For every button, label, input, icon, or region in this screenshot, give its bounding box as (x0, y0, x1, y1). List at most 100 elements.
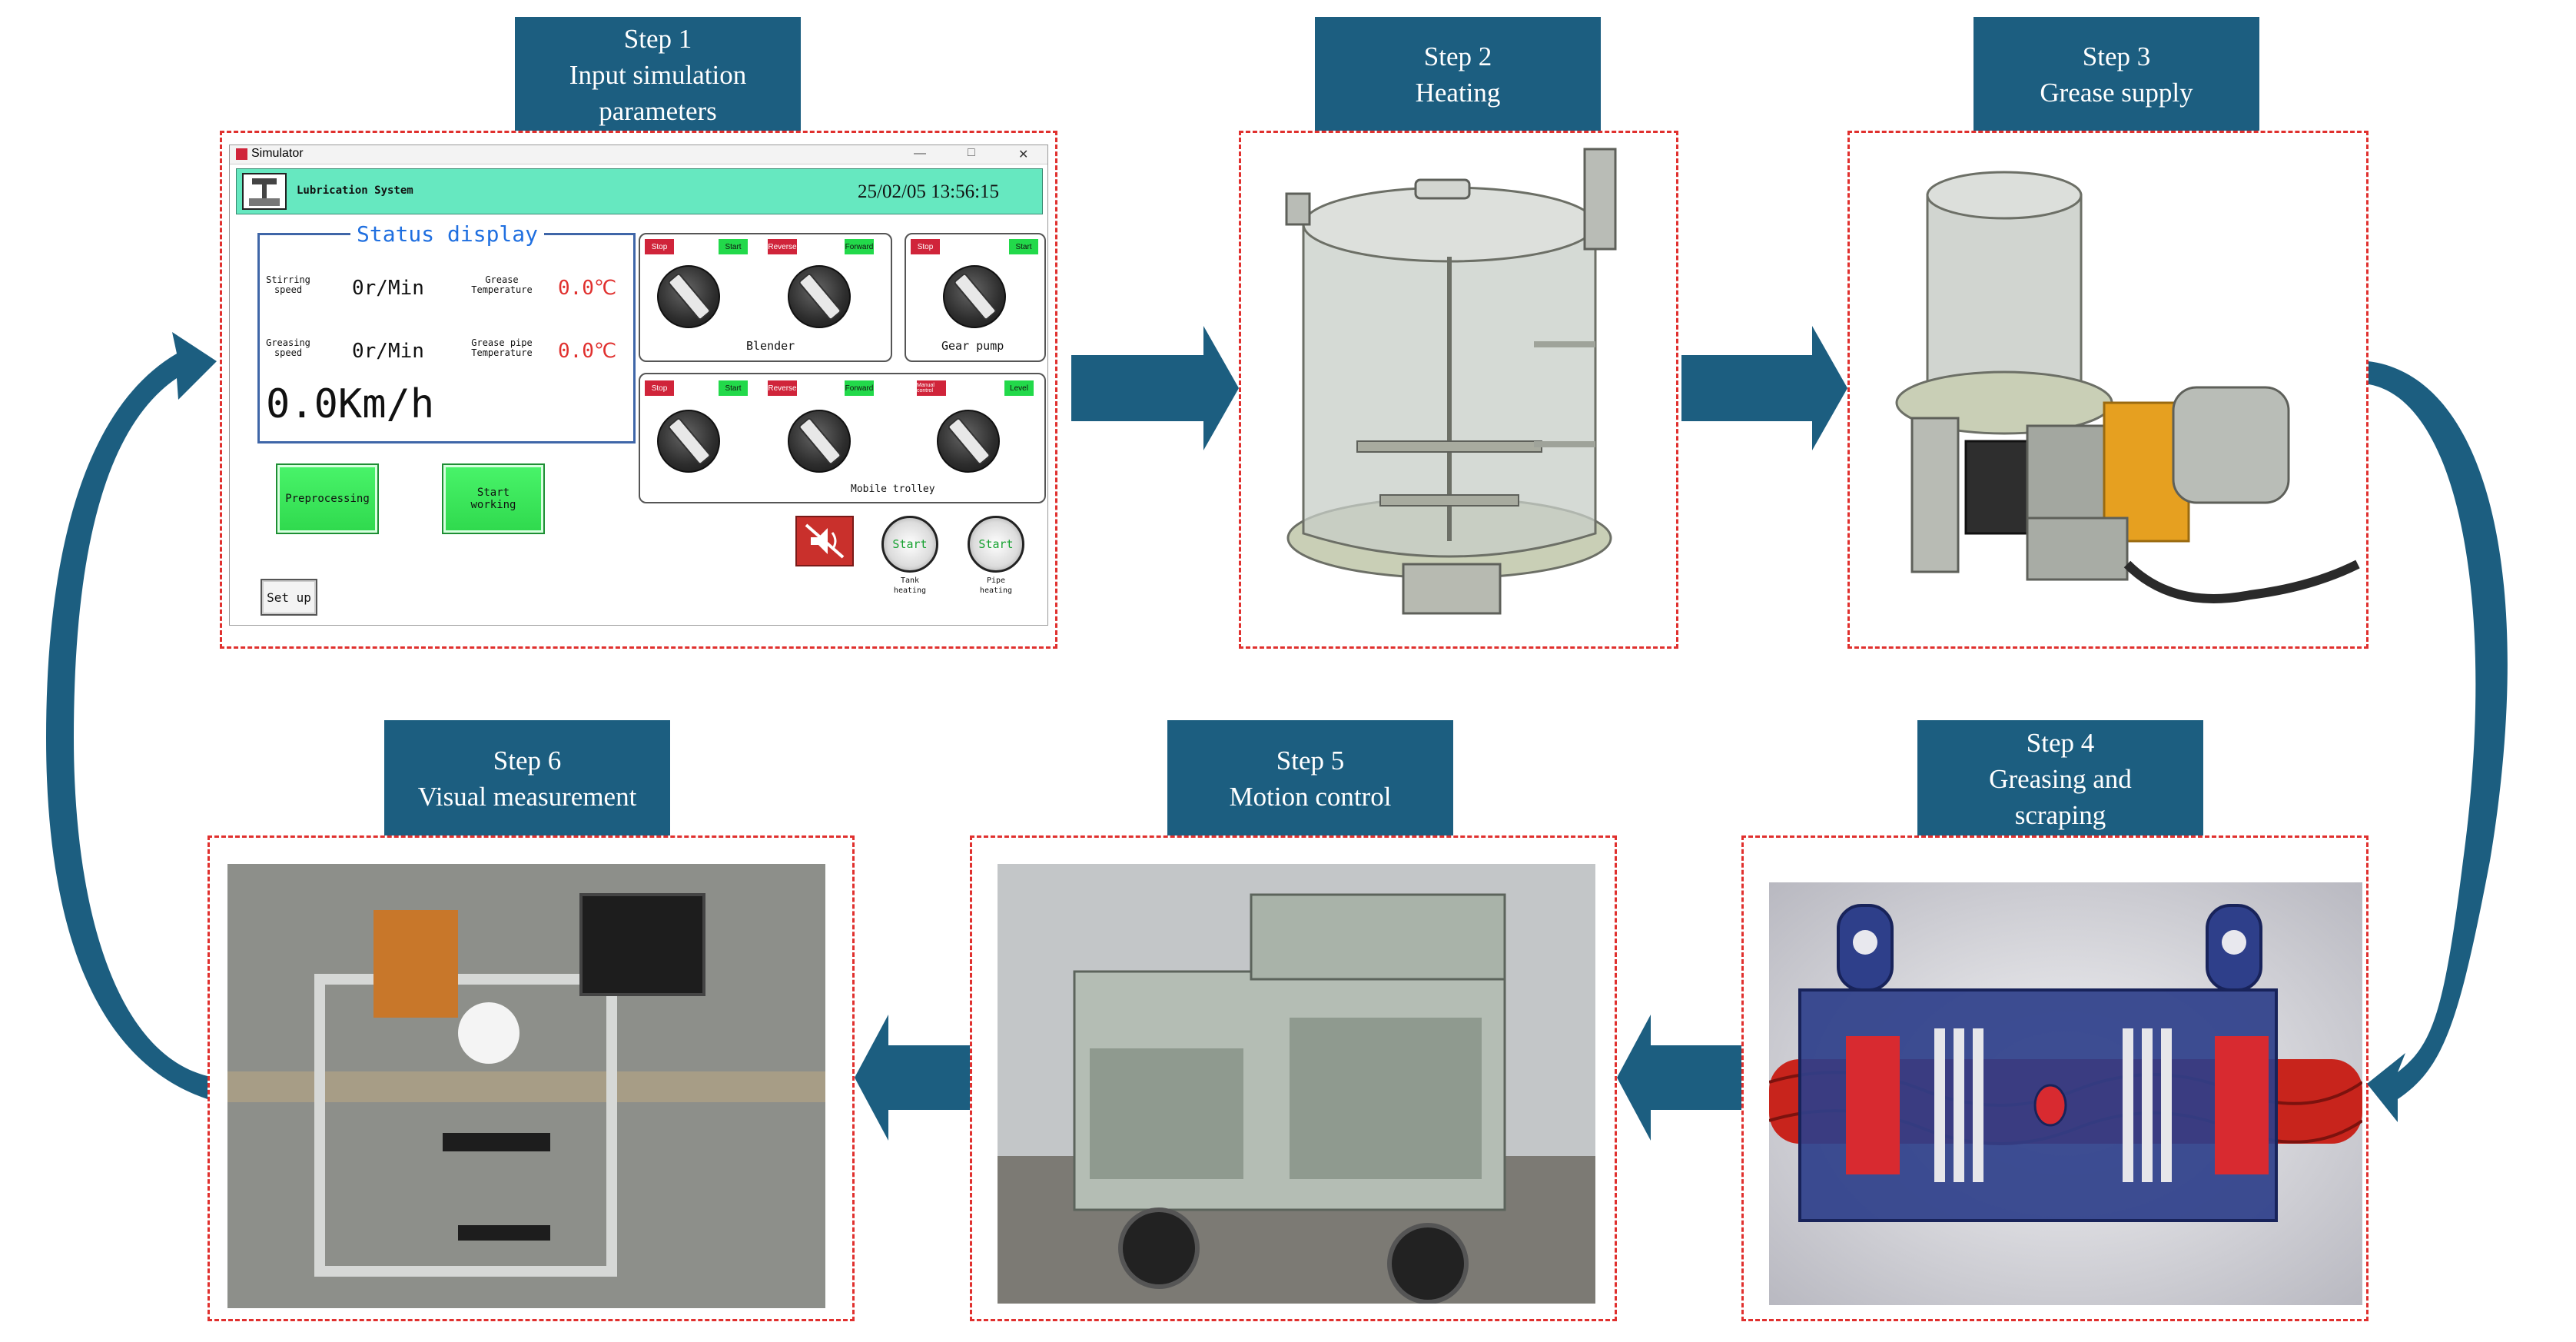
rig-camera-bar (443, 1133, 550, 1151)
scraper-blade-1 (1934, 1028, 1945, 1182)
grease-hose (2123, 560, 2360, 603)
gear-pump-stop-tag[interactable]: Stop (911, 239, 940, 254)
gear-pump-knob[interactable] (943, 265, 1006, 328)
tank-clamp-right (1583, 148, 1617, 251)
tank-clamp-left (1285, 192, 1311, 226)
step-3-number: Step 3 (2082, 42, 2151, 71)
blender-panel: Stop Start Reverse Forward Blender (639, 233, 892, 362)
app-name: Lubrication System (297, 184, 413, 197)
step-5-title-line-1: Motion control (1229, 782, 1392, 812)
rig-monitor (579, 893, 705, 996)
close-button[interactable]: ✕ (1018, 148, 1029, 161)
gear-pump-body (2026, 424, 2113, 520)
step-3-title-line-1: Grease supply (2040, 78, 2193, 108)
trolley-wheel-right (1387, 1223, 1469, 1304)
grease-injection-port (2033, 1084, 2067, 1127)
app-header: Lubrication System 25/02/05 13:56:15 (236, 168, 1043, 214)
blender-left-knob[interactable] (657, 265, 720, 328)
greasing-scraping-illustration (1769, 882, 2362, 1305)
minimize-button[interactable]: — (914, 147, 926, 160)
simulator-titlebar: Simulator — □ ✕ (230, 145, 1047, 164)
blender-reverse-tag[interactable]: Reverse (768, 239, 797, 254)
stirring-speed-value: 0r/Min (352, 277, 424, 300)
supply-tank-lid (1926, 171, 2083, 220)
header-datetime: 25/02/05 13:56:15 (858, 181, 1000, 202)
seal-right (2215, 1036, 2269, 1174)
step-2-title-line-1: Heating (1415, 78, 1501, 108)
step-1-title-line-1: Input simulation (569, 59, 747, 90)
pipe-heating-button-label: Start (978, 537, 1014, 551)
arrow-step6-to-step1 (46, 332, 217, 1099)
set-up-button[interactable]: Set up (261, 579, 317, 616)
rig-controller (373, 910, 458, 1018)
blender-start-tag[interactable]: Start (719, 239, 748, 254)
arrow-step2-to-step3 (1681, 326, 1847, 450)
blender-forward-tag[interactable]: Forward (845, 239, 874, 254)
arrow-step3-to-step4 (2367, 361, 2508, 1122)
trolley-middle-knob[interactable] (788, 410, 851, 473)
step-1-label: Step 1 Input simulation parameters (515, 17, 801, 132)
blender-stop-tag[interactable]: Stop (645, 239, 674, 254)
rig-floor-stripe (227, 1071, 825, 1102)
trolley-reverse-tag[interactable]: Reverse (768, 380, 797, 396)
trolley-cabinet-top (1250, 893, 1506, 981)
grease-pipe-temperature-label: Grease pipe Temperature (471, 337, 533, 358)
trolley-stop-tag[interactable]: Stop (645, 380, 674, 396)
step-4-number: Step 4 (2026, 727, 2095, 758)
servo-motor (2026, 517, 2129, 581)
grease-temperature-label: Grease Temperature (471, 274, 533, 295)
gear-pump-label: Gear pump (941, 339, 1004, 353)
pipe-heating-button[interactable]: Start (968, 516, 1024, 573)
motion-control-trolley-photo (998, 864, 1595, 1304)
trolley-right-knob[interactable] (937, 410, 1000, 473)
trolley-forward-tag[interactable]: Forward (845, 380, 874, 396)
step-4-title-line-2: scraping (2014, 799, 2106, 830)
status-display-panel: Status display Stirring speed 0r/Min Gre… (257, 221, 636, 443)
temperature-probe-lower (1534, 441, 1595, 447)
step-5-number: Step 5 (1276, 746, 1345, 776)
start-working-button[interactable]: Start working (442, 463, 545, 534)
speed-display: 0.0Km/h (266, 381, 435, 427)
tank-heating-button-label: Start (892, 537, 928, 551)
simulator-window: Simulator — □ ✕ Lubrication System 25/02… (229, 144, 1048, 626)
step-6-label: Step 6 Visual measurement (384, 720, 670, 837)
pipe-heating-label: Pipe heating (979, 576, 1013, 595)
step-5-label: Step 5 Motion control (1167, 720, 1453, 837)
preprocessing-button[interactable]: Preprocessing (276, 463, 379, 534)
stirrer-blade-lower (1379, 494, 1519, 507)
trolley-manual-control-tag[interactable]: Manual control (917, 380, 946, 396)
heating-tank-illustration (1285, 148, 1617, 615)
rig-light-source (458, 1002, 520, 1064)
tank-heating-button[interactable]: Start (881, 516, 938, 573)
trolley-start-tag[interactable]: Start (719, 380, 748, 396)
scraper-blade-2 (1954, 1028, 1964, 1182)
stirring-speed-label: Stirring speed (266, 274, 310, 295)
app-logo-icon (236, 148, 247, 160)
step-2-number: Step 2 (1423, 42, 1492, 71)
supply-frame (1910, 417, 1960, 573)
rig-lower-bar (458, 1225, 550, 1241)
grease-supply-illustration (1895, 171, 2360, 603)
blender-right-knob[interactable] (788, 265, 851, 328)
mobile-trolley-panel: Stop Start Reverse Forward Manual contro… (639, 373, 1046, 503)
trolley-vent-left (1090, 1048, 1243, 1179)
tank-stand (1402, 563, 1502, 615)
maximize-button[interactable]: □ (968, 146, 975, 159)
arrow-step1-to-step2 (1071, 326, 1239, 450)
blender-label: Blender (746, 339, 795, 353)
arrow-step5-to-step6 (855, 1015, 970, 1141)
gear-pump-start-tag[interactable]: Start (1009, 239, 1038, 254)
mobile-trolley-label: Mobile trolley (851, 483, 935, 495)
mute-alarm-icon[interactable] (795, 516, 854, 566)
greasing-speed-label: Greasing speed (266, 337, 310, 358)
trolley-level-tag[interactable]: Level (1004, 380, 1034, 396)
seal-left (1846, 1036, 1900, 1174)
step-4-title-line-1: Greasing and (1989, 763, 2132, 794)
step-6-title-line-1: Visual measurement (417, 782, 637, 812)
scraper-blade-5 (2142, 1028, 2153, 1182)
lubrication-logo-icon (242, 173, 287, 210)
step-6-number: Step 6 (493, 746, 562, 776)
step-2-label: Step 2 Heating (1315, 17, 1601, 132)
trolley-left-knob[interactable] (657, 410, 720, 473)
